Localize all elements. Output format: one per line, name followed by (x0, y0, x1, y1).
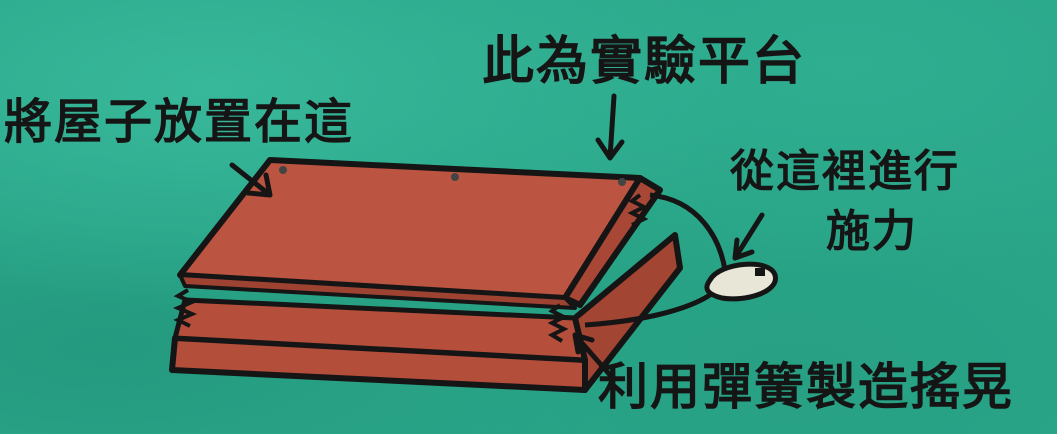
platform-label: 此為實驗平台 (482, 32, 807, 92)
force-label-line2: 施力 (826, 206, 918, 257)
bottom-board-right-side (572, 232, 683, 393)
place-house-label: 將屋子放置在這 (4, 94, 355, 150)
force-handle-button (755, 268, 765, 276)
arrow-place-house (229, 162, 273, 198)
force-handle-grip (704, 261, 778, 302)
screw-middle (451, 173, 459, 181)
arrow-force (732, 212, 765, 261)
right-spring (547, 303, 569, 343)
back-spring (627, 193, 649, 227)
screw-right (618, 178, 626, 186)
arrow-spring (572, 332, 613, 378)
force-label-line1: 從這裡進行 (730, 146, 960, 197)
spring-label: 利用彈簧製造搖晃 (598, 358, 1014, 416)
arrow-platform (595, 93, 625, 161)
top-board-front-side (178, 273, 577, 310)
screw-left (279, 166, 287, 174)
left-spring (172, 288, 198, 328)
